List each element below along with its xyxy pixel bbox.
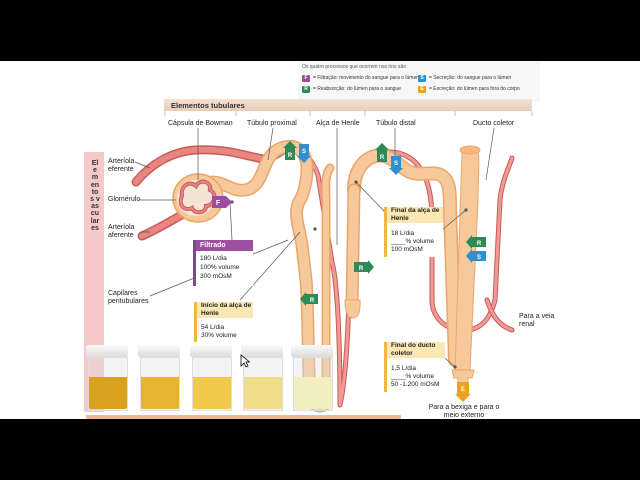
- reabsorption-marker-distal: R: [375, 143, 389, 162]
- urine-cup-1: [86, 345, 128, 411]
- label-afferent-arteriole: Arteríola aferente: [108, 224, 135, 239]
- label-glomerulus: Glomérulo: [108, 196, 141, 203]
- filtrate-line-1: 180 L/dia: [200, 255, 227, 262]
- legend-excretion-text: = Excreção: do lúmen para fora do corpo: [429, 86, 520, 92]
- excretion-letter: E: [461, 387, 465, 393]
- label-renal-vein: Para a veia renal: [519, 313, 555, 328]
- legend-reabsorption-badge: R: [302, 86, 310, 93]
- label-bowman-capsule: Cápsula de Bowman: [168, 120, 233, 127]
- slide-canvas: [0, 61, 640, 419]
- filtrate-line-3: 300 mOsM: [200, 273, 232, 280]
- reabsorption-marker-ascending: R: [354, 260, 374, 274]
- bowman-capsule: [172, 173, 224, 223]
- reabsorption-marker-descending: R: [300, 292, 318, 306]
- collecting-end-line-1: 1,5 L/dia: [391, 365, 416, 372]
- loop-end-line-1: 18 L/dia: [391, 230, 415, 237]
- filtrate-box: Filtrado 180 L/dia 100% volume 300 mOsM: [193, 240, 253, 286]
- legend-secretion-badge: S: [418, 75, 426, 82]
- secretion-letter-3: S: [477, 255, 481, 261]
- legend-reabsorption-text: = Reabsorção: do lúmen para o sangue: [313, 86, 401, 92]
- urine-liquid-4: [244, 377, 282, 409]
- filtration-marker-letter: F: [216, 200, 221, 207]
- loop-start-line-1: 54 L/dia: [201, 324, 225, 331]
- tubular-elements-header: Elementos tubulares: [164, 99, 532, 111]
- filtrate-line-2: 100% volume: [200, 264, 240, 271]
- secretion-letter-1: S: [302, 149, 306, 155]
- legend-box: [298, 62, 540, 102]
- urine-liquid-3: [193, 377, 231, 409]
- loop-end-line-2: ____% volume: [391, 238, 434, 245]
- label-efferent-arteriole: Arteríola eferente: [108, 158, 135, 173]
- legend-filtration-text: = Filtração: movimento do sangue para o …: [313, 75, 420, 81]
- vascular-elements-title: Elementos vasculares: [90, 160, 100, 232]
- legend-secretion-text: = Secreção: do sangue para o lúmen: [429, 75, 512, 81]
- reabsorption-letter-3: R: [359, 266, 364, 272]
- loop-start-box: Início da alça de Henle 54 L/dia 30% vol…: [194, 302, 253, 342]
- renal-vein-branch: [484, 297, 515, 333]
- legend-excretion-badge: E: [418, 86, 426, 93]
- loop-end-box-title: Final da alça de Henle: [387, 207, 443, 223]
- secretion-letter-2: S: [394, 161, 398, 167]
- urine-liquid-5: [294, 377, 332, 409]
- collecting-end-line-2: ____% volume: [391, 373, 434, 380]
- distal-tubule: [347, 148, 462, 367]
- label-peritubular-capillaries: Capilares peritubulares: [108, 290, 149, 305]
- urine-cup-3: [190, 345, 232, 411]
- secretion-marker-proximal: S: [297, 144, 311, 163]
- mouse-cursor-icon: [240, 354, 250, 368]
- label-loop-of-henle: Alça de Henle: [316, 120, 360, 127]
- secretion-marker-collecting: S: [466, 249, 486, 263]
- urine-cup-2: [138, 345, 180, 411]
- urine-liquid-2: [141, 377, 179, 409]
- legend-filtration-badge: F: [302, 75, 310, 82]
- collecting-end-box-title: Final do ducto coletor: [387, 342, 445, 358]
- collecting-end-box: Final do ducto coletor 1,5 L/dia ____% v…: [384, 342, 445, 392]
- label-collecting-duct: Ducto coletor: [473, 120, 515, 127]
- legend-title: Os quatro processos que ocorrem nos rins…: [302, 64, 406, 70]
- reabsorption-letter-1: R: [288, 153, 293, 159]
- loop-end-line-3: 100 mOsM: [391, 246, 423, 253]
- filtrate-box-title: Filtrado: [196, 240, 253, 251]
- tubular-elements-title: Elementos tubulares: [171, 101, 245, 110]
- thick-ascending-bulge: [344, 299, 361, 319]
- excretion-marker: E: [455, 382, 471, 402]
- reabsorption-letter-2: R: [380, 155, 385, 161]
- urine-samples: [84, 345, 349, 420]
- filtration-marker: F: [212, 196, 232, 208]
- reabsorption-letter-5: R: [477, 241, 482, 247]
- reabsorption-letter-4: R: [310, 298, 315, 304]
- reabsorption-marker-collecting: R: [466, 235, 486, 249]
- bottom-accent-bar: [86, 415, 401, 419]
- reabsorption-marker-proximal: R: [283, 141, 297, 160]
- loop-start-box-title: Início da alça de Henle: [197, 302, 253, 318]
- label-bladder: Para a bexiga e para o meio externo: [428, 404, 500, 419]
- label-proximal-tubule: Túbulo proximal: [247, 120, 297, 127]
- secretion-marker-distal: S: [389, 156, 403, 175]
- urine-cup-5: [291, 345, 333, 411]
- urine-cup-4: [241, 345, 283, 411]
- loop-start-line-2: 30% volume: [201, 332, 237, 339]
- urine-liquid-1: [89, 377, 127, 409]
- label-distal-tubule: Túbulo distal: [376, 120, 416, 127]
- collecting-end-line-3: 50 -1.200 mOsM: [391, 381, 440, 388]
- loop-end-box: Final da alça de Henle 18 L/dia ____% vo…: [384, 207, 443, 257]
